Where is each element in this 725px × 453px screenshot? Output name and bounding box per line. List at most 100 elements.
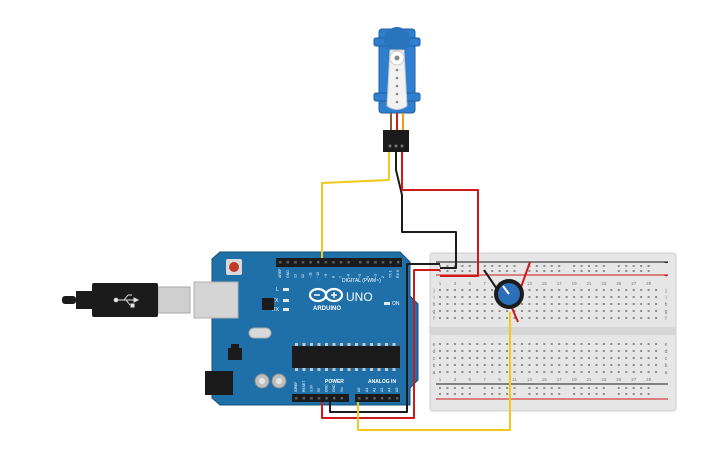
digital-pin-label: 13 [293,274,297,278]
digital-pin-label: ~9 [324,274,328,278]
digital-pin-hole[interactable] [332,261,335,264]
atmega-chip [292,346,400,368]
rail-minus-label: − [664,260,668,267]
led-l [283,288,289,291]
digital-pin-hole[interactable] [347,261,350,264]
analog-pin-hole[interactable] [388,397,391,400]
digital-pin-hole[interactable] [301,261,305,264]
analog-pin-hole[interactable] [380,397,384,400]
digital-pin-hole[interactable] [366,261,370,264]
digital-pin-hole[interactable] [397,261,400,264]
usb-b-plug-icon[interactable] [62,281,239,319]
column-number: 1 [439,281,442,286]
digital-pin-hole[interactable] [294,261,297,264]
led-on [384,302,390,305]
column-number: 13 [527,281,533,286]
wire-servo-signal[interactable] [321,152,390,258]
power-header[interactable] [292,394,349,402]
power-pin-label: GND [332,384,336,392]
analog-pin-label: A3 [380,388,384,392]
power-pin-hole[interactable] [317,397,321,400]
digital-pin-label: 2 [381,276,385,278]
row-letter: g [665,309,668,315]
digital-pin-hole[interactable] [279,261,282,264]
column-number: 7 [483,377,486,382]
pot-leg-wiper [511,307,519,323]
digital-pin-label: ~10 [316,272,320,278]
servo-horn-icon[interactable] [386,49,408,110]
potentiometer[interactable] [494,279,524,309]
servo-connector[interactable] [383,130,409,152]
digital-pin-hole[interactable] [324,261,328,264]
row-letter: b [433,363,436,369]
digital-pin-hole[interactable] [381,261,385,264]
wire-gnd[interactable] [329,263,440,413]
breadboard[interactable]: 1133557799111113131515171719192121232325… [429,252,677,412]
column-number: 23 [601,377,607,382]
analog-pin-hole[interactable] [373,397,376,400]
power-pin-label: Vin [340,387,344,392]
power-pin-hole[interactable] [295,397,298,400]
power-pin-hole[interactable] [302,397,306,400]
digital-pin-label: RX 0 [396,270,400,278]
power-pin-hole[interactable] [310,397,313,400]
row-letter: c [433,356,436,362]
column-number: 5 [469,281,472,286]
column-number: 29 [646,281,652,286]
column-number: 27 [631,377,637,382]
power-pin-label: 3.3V [309,384,313,392]
column-number: 3 [454,377,457,382]
row-letter: a [665,370,668,376]
board-brand: ARDUINO [313,306,341,312]
reset-button-cap[interactable] [229,262,239,272]
board-model: UNO [346,290,373,304]
digital-pin-label: TX 1 [389,270,393,278]
breadboard-holes [439,265,658,395]
digital-pin-hole[interactable] [359,261,362,264]
column-number: 11 [512,377,517,382]
power-jack[interactable] [205,371,233,395]
wire-a0-signal[interactable] [357,312,511,431]
column-number: 5 [469,377,472,382]
power-pin-hole[interactable] [333,397,336,400]
power-pin-label: RESET [302,381,306,392]
led-rx [283,308,289,311]
column-number: 23 [601,281,607,286]
power-pin-hole[interactable] [325,397,328,400]
digital-pin-hole[interactable] [309,261,312,264]
row-letter: i [665,295,666,301]
row-letter: f [433,316,435,322]
digital-header[interactable] [276,258,402,267]
digital-pin-hole[interactable] [374,261,377,264]
digital-pin-hole[interactable] [339,261,343,264]
potentiometer-indicator [502,285,510,295]
analog-pin-label: A1 [365,388,369,392]
row-letter: a [433,370,436,376]
row-letter: h [665,302,668,308]
row-letter: e [433,342,436,348]
power-header-label: POWER [325,379,344,385]
digital-pin-hole[interactable] [389,261,392,264]
analog-pin-hole[interactable] [365,397,369,400]
digital-pin-label: ~11 [309,272,313,278]
wire-5v[interactable] [321,269,440,419]
atmega-chip-pins [295,343,396,371]
analog-pin-hole[interactable] [396,397,399,400]
digital-pin-hole[interactable] [286,261,290,264]
digital-pin-label: 4 [366,276,370,278]
analog-header[interactable] [355,394,400,402]
power-pin-holes [295,397,399,400]
servo-motor[interactable] [373,27,421,152]
digital-pin-hole[interactable] [317,261,320,264]
digital-pin-holes [279,261,400,264]
wire-servo-power[interactable] [401,152,479,277]
column-number: 9 [498,377,501,382]
wire-servo-ground[interactable] [395,152,457,269]
analog-pin-hole[interactable] [358,397,361,400]
row-letter: e [665,342,668,348]
power-pin-hole[interactable] [340,397,344,400]
column-number: 25 [616,281,622,286]
power-pin-label: 5V [317,387,321,392]
